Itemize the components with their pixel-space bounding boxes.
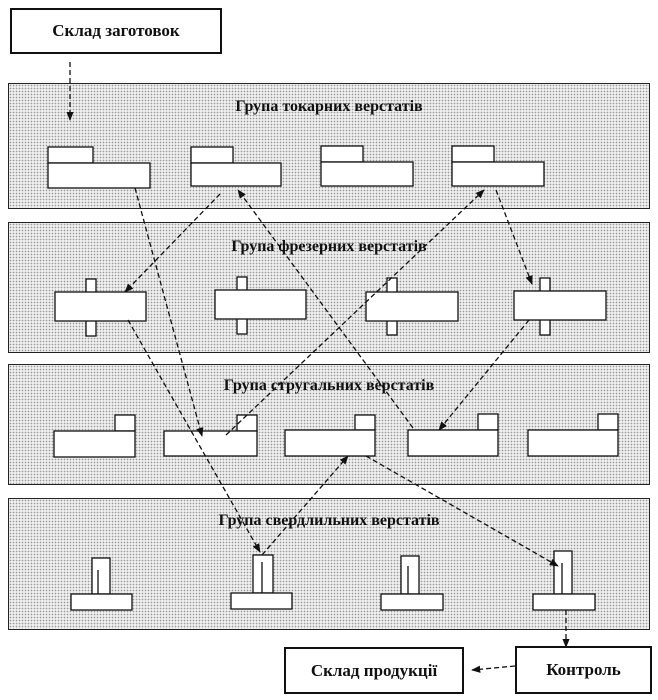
turning-group-title: Група токарних верстатів — [235, 98, 423, 115]
planing-group: Група стругальних верстатів — [8, 364, 650, 485]
turning-group: Група токарних верстатів — [8, 83, 650, 209]
drilling-group: Група свердлильних верстатів — [8, 498, 650, 630]
products-store: Склад продукції — [284, 647, 464, 694]
control-station: Контроль — [515, 646, 652, 694]
route-arrow — [471, 665, 516, 673]
milling-group: Група фрезерних верстатів — [8, 222, 650, 353]
planing-group-title: Група стругальних верстатів — [223, 377, 435, 394]
milling-group-title: Група фрезерних верстатів — [231, 238, 427, 255]
products-store-label: Склад продукції — [310, 660, 438, 680]
control-station-label: Контроль — [546, 660, 621, 679]
drilling-group-title: Група свердлильних верстатів — [218, 512, 440, 529]
blanks-store-label: Склад заготовок — [52, 21, 180, 40]
blanks-store: Склад заготовок — [10, 8, 222, 54]
